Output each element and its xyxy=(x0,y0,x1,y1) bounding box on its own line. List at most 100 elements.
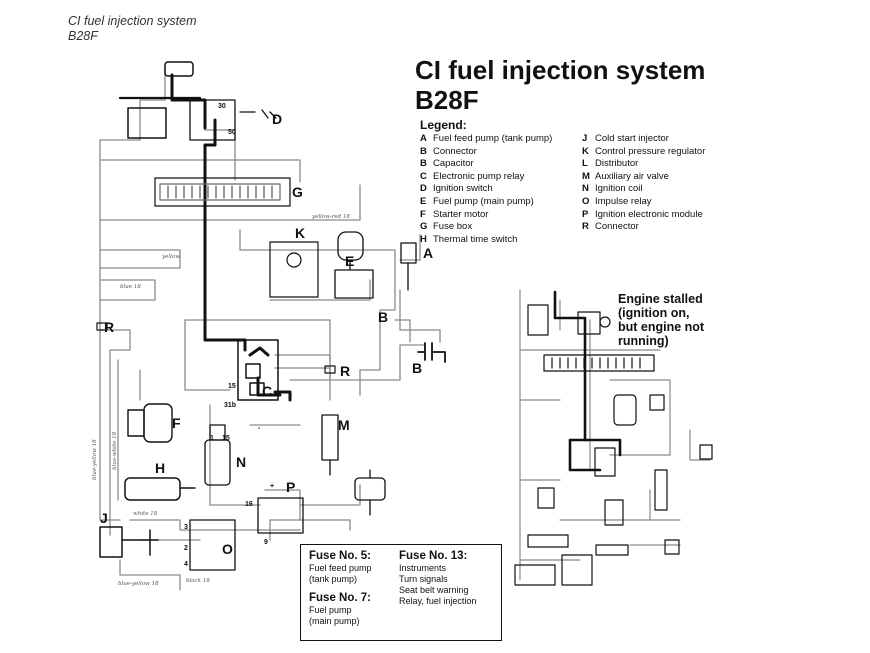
fuse13-title: Fuse No. 13: xyxy=(399,550,468,562)
ignition-switch-d xyxy=(189,99,277,141)
legend-label: Thermal time switch xyxy=(433,233,518,245)
legend-key: E xyxy=(420,195,427,207)
legend-key: M xyxy=(582,170,590,182)
fuse13-item: Instruments xyxy=(399,563,447,573)
legend-key: J xyxy=(582,133,588,144)
legend-label: Ignition coil xyxy=(595,183,643,195)
legend-key: K xyxy=(582,145,589,157)
legend-item: O Impulse relay xyxy=(582,196,705,209)
label-b-capacitor: B xyxy=(412,360,422,376)
title-line-1: CI fuel injection system xyxy=(415,55,706,85)
component-r xyxy=(96,322,336,374)
terminal-15a: 15 xyxy=(228,383,236,390)
label-f: F xyxy=(172,415,181,431)
legend-label: Ignition switch xyxy=(433,183,493,195)
wire-label-black: black 18 xyxy=(186,578,210,584)
label-m: M xyxy=(338,417,350,433)
wire-label-blue-yellow-a: blue-yellow 18 xyxy=(92,439,98,480)
terminal-31b: 31b xyxy=(224,402,236,409)
legend-label: Control pressure regulator xyxy=(595,145,706,157)
engine-stalled-note: Engine stalled(ignition on,but engine no… xyxy=(618,292,704,348)
legend-item: P Ignition electronic module xyxy=(582,209,705,222)
legend-label: Distributor xyxy=(595,158,639,170)
terminal-plus: + xyxy=(270,483,274,490)
label-o: O xyxy=(222,541,233,557)
label-c: C xyxy=(262,383,272,399)
wire-label-blue: blue 18 xyxy=(120,284,141,290)
legend-key: P xyxy=(582,208,589,220)
component-h-j xyxy=(99,477,196,558)
legend-label: Starter motor xyxy=(433,208,489,220)
legend-key: A xyxy=(420,133,427,144)
legend-label: Fuel pump (main pump) xyxy=(433,195,534,207)
terminal-4: 4 xyxy=(184,561,188,568)
legend-label: Cold start injector xyxy=(595,133,669,144)
stalled-note-line: Engine stalled xyxy=(618,292,703,306)
legend-item: K Control pressure regulator xyxy=(582,146,705,159)
fuse5-item: (tank pump) xyxy=(309,574,358,584)
legend-key: H xyxy=(420,233,427,245)
wire-label-white: white 18 xyxy=(133,511,158,517)
thick-wires xyxy=(170,73,292,402)
terminal-1: 1 xyxy=(210,435,214,442)
legend-label: Auxiliary air valve xyxy=(595,170,669,182)
fuse-info-box: Fuse No. 5: Fuel feed pump (tank pump) F… xyxy=(300,544,502,641)
legend-label: Fuel feed pump (tank pump) xyxy=(433,133,553,144)
component-e xyxy=(334,231,374,299)
wire-label-blue-yellow-b: blue-yellow 18 xyxy=(118,581,159,587)
terminal-50: 50 xyxy=(228,129,236,136)
legend-title: Legend: xyxy=(420,118,467,132)
component-f xyxy=(127,403,173,443)
legend-key: C xyxy=(420,170,427,182)
legend-item: H Thermal time switch xyxy=(420,234,552,247)
label-d: D xyxy=(272,111,282,127)
terminal-9: 9 xyxy=(264,539,268,546)
legend-item: F Starter motor xyxy=(420,209,552,222)
legend-item: J Cold start injector xyxy=(582,133,705,146)
component-b-capacitor xyxy=(417,342,446,363)
wire-label-yellow: yellow xyxy=(161,254,180,260)
fuse13-item: Seat belt warning xyxy=(399,585,469,595)
label-p: P xyxy=(286,479,295,495)
label-n: N xyxy=(236,454,246,470)
legend-item: C Electronic pump relay xyxy=(420,171,552,184)
legend-label: Connector xyxy=(433,145,477,157)
legend-label: Impulse relay xyxy=(595,195,652,207)
component-c xyxy=(237,339,279,401)
terminal-15b: 15 xyxy=(222,435,230,442)
legend-key: F xyxy=(420,208,426,220)
fuse-left-column: Fuse No. 5: Fuel feed pump (tank pump) F… xyxy=(309,549,372,627)
header-caption: CI fuel injection system B28F xyxy=(68,14,197,44)
component-m xyxy=(321,414,339,476)
legend-label: Fuse box xyxy=(433,221,473,233)
legend-label: Electronic pump relay xyxy=(433,170,525,182)
thin-wires xyxy=(99,69,441,591)
label-h: H xyxy=(155,460,165,476)
wire-label-yellow-red: yellow-red 18 xyxy=(311,214,350,220)
fuse5-title: Fuse No. 5: xyxy=(309,550,371,562)
fuse7-item: (main pump) xyxy=(309,616,360,626)
fuse13-item: Relay, fuel injection xyxy=(399,596,477,606)
stalled-note-line: but engine not xyxy=(618,320,705,334)
legend-key: O xyxy=(582,195,590,207)
legend-key: B xyxy=(420,158,427,170)
legend-label: Ignition electronic module xyxy=(595,208,703,220)
wire-label-blue-white: blue-white 18 xyxy=(112,431,118,470)
label-e: E xyxy=(345,253,354,269)
terminal-3: 3 xyxy=(184,524,188,531)
label-r-right: R xyxy=(340,363,350,379)
component-a xyxy=(400,242,417,291)
battery-block xyxy=(118,61,202,139)
component-p xyxy=(257,469,386,534)
terminal-2: 2 xyxy=(184,545,188,552)
stalled-diagram xyxy=(514,289,713,586)
fuse-box-g xyxy=(154,177,291,207)
component-k xyxy=(269,241,319,298)
